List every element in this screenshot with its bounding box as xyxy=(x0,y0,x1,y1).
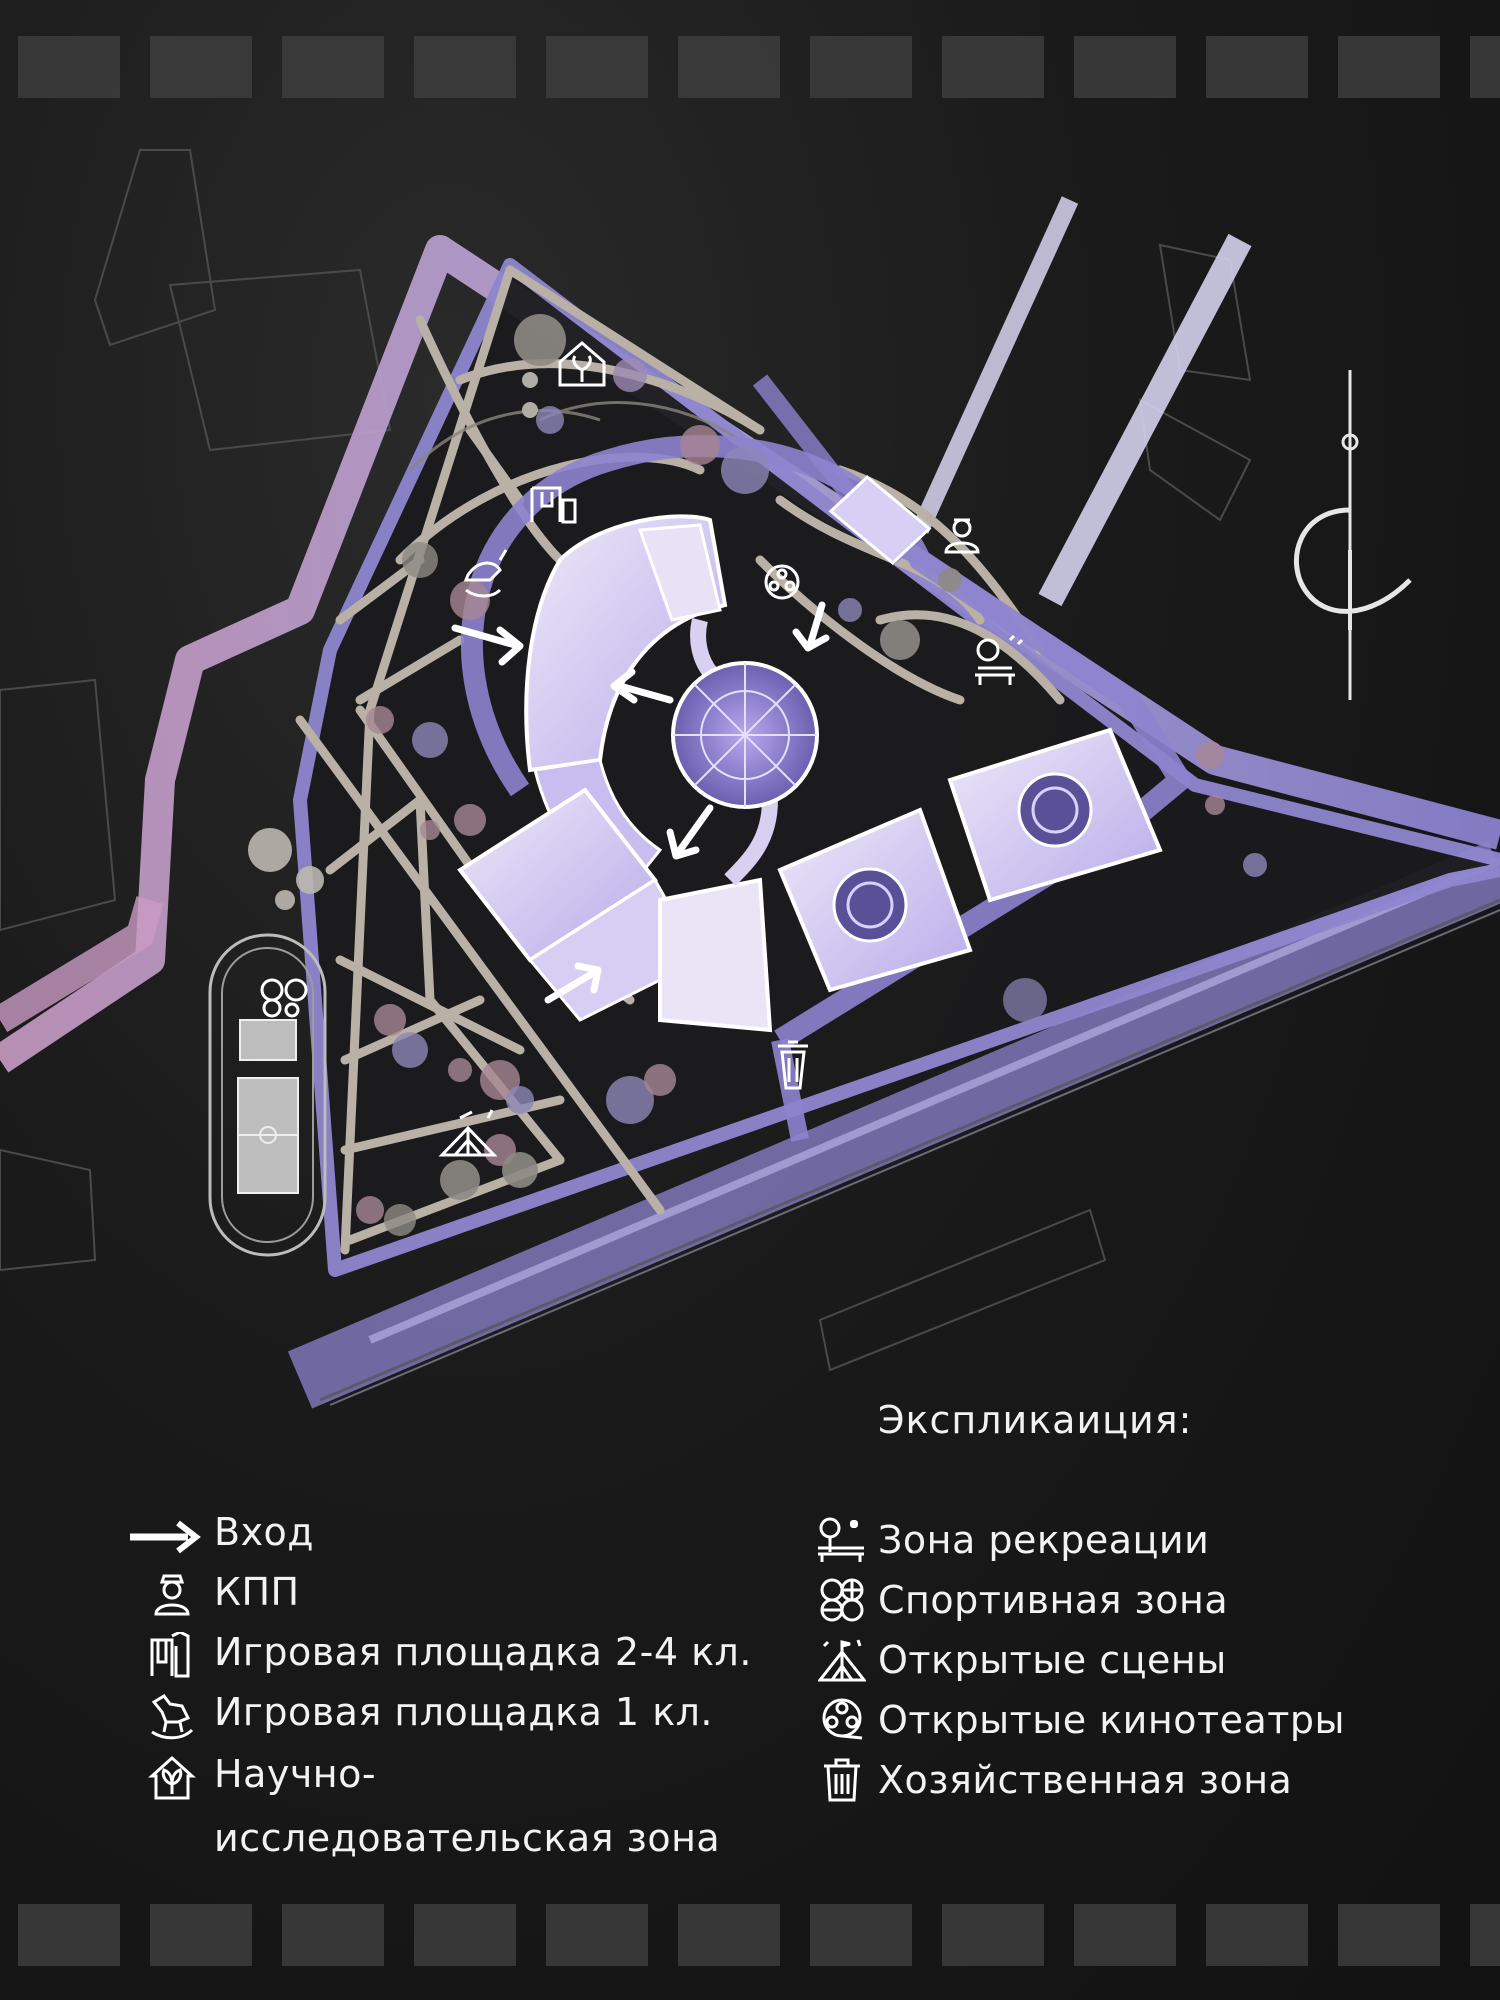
legend-item-checkpoint: КПП xyxy=(214,1570,300,1614)
film-hole xyxy=(1206,1904,1308,1966)
film-hole xyxy=(414,1904,516,1966)
film-hole xyxy=(1074,36,1176,98)
film-hole xyxy=(150,36,252,98)
film-hole xyxy=(150,1904,252,1966)
sports-balls-icon xyxy=(260,978,308,1018)
film-hole xyxy=(282,1904,384,1966)
legend-item-cinemas: Открытые кинотеатры xyxy=(878,1698,1346,1742)
guard-checkpoint-icon xyxy=(944,518,980,554)
legend-item-research-line2: исследовательская зона xyxy=(214,1816,721,1860)
legend-item-sports: Спортивная зона xyxy=(878,1578,1229,1622)
film-hole xyxy=(282,36,384,98)
context-building-outlines xyxy=(0,149,1252,1372)
guard-checkpoint-icon xyxy=(154,1574,190,1616)
main-building-complex xyxy=(457,475,1163,1033)
film-hole xyxy=(678,36,780,98)
greenhouse-plant-icon xyxy=(148,1755,196,1800)
film-hole xyxy=(1338,36,1440,98)
rocking-horse-icon xyxy=(151,1694,194,1740)
entrance-arrow-icon xyxy=(130,1520,201,1554)
film-strip-top xyxy=(0,36,1500,98)
north-arrow xyxy=(1294,370,1412,700)
tree-canopies xyxy=(248,314,1267,1236)
film-strip-bottom xyxy=(0,1904,1500,1966)
film-hole xyxy=(546,36,648,98)
legend-item-playground-2-4: Игровая площадка 2-4 кл. xyxy=(214,1630,752,1674)
film-hole xyxy=(810,36,912,98)
film-hole xyxy=(18,36,120,98)
playground-swing-icon xyxy=(150,1632,190,1678)
film-hole xyxy=(18,1904,120,1966)
legend-item-recreation: Зона рекреации xyxy=(878,1518,1210,1562)
legend-title: Экспликаиция: xyxy=(878,1398,1193,1442)
film-hole xyxy=(942,1904,1044,1966)
circus-tent-stage-icon xyxy=(818,1639,866,1682)
sports-balls-icon xyxy=(820,1578,864,1622)
sports-stadium xyxy=(208,933,327,1257)
film-hole xyxy=(1338,1904,1440,1966)
entrance-arrows xyxy=(451,601,830,1004)
film-reel-icon xyxy=(764,564,800,600)
legend-item-playground-1: Игровая площадка 1 кл. xyxy=(214,1690,714,1734)
film-hole xyxy=(546,1904,648,1966)
site-boundary xyxy=(293,258,1500,1277)
film-hole xyxy=(1470,36,1500,98)
film-hole xyxy=(1470,1904,1500,1966)
film-hole xyxy=(1206,36,1308,98)
film-hole xyxy=(810,1904,912,1966)
legend-item-research-line1: Научно- xyxy=(214,1752,377,1796)
film-hole xyxy=(942,36,1044,98)
recreation-bench-tree-icon xyxy=(975,634,1024,685)
rocking-horse-icon xyxy=(463,549,508,598)
map-icon-markers xyxy=(260,341,1024,1157)
playground-swing-icon xyxy=(530,486,577,524)
film-hole xyxy=(678,1904,780,1966)
film-hole xyxy=(1074,1904,1176,1966)
film-reel-icon xyxy=(822,1698,863,1740)
greenhouse-plant-icon xyxy=(558,341,606,387)
film-hole xyxy=(414,36,516,98)
legend-item-entrance: Вход xyxy=(214,1510,315,1554)
recreation-bench-tree-icon xyxy=(818,1517,864,1562)
circus-tent-stage-icon xyxy=(438,1109,498,1157)
legend-item-utility: Хозяйственная зона xyxy=(878,1758,1293,1802)
legend-item-stages: Открытые сцены xyxy=(878,1638,1227,1682)
trash-bin-icon xyxy=(824,1758,860,1802)
trash-bin-icon xyxy=(778,1040,808,1090)
